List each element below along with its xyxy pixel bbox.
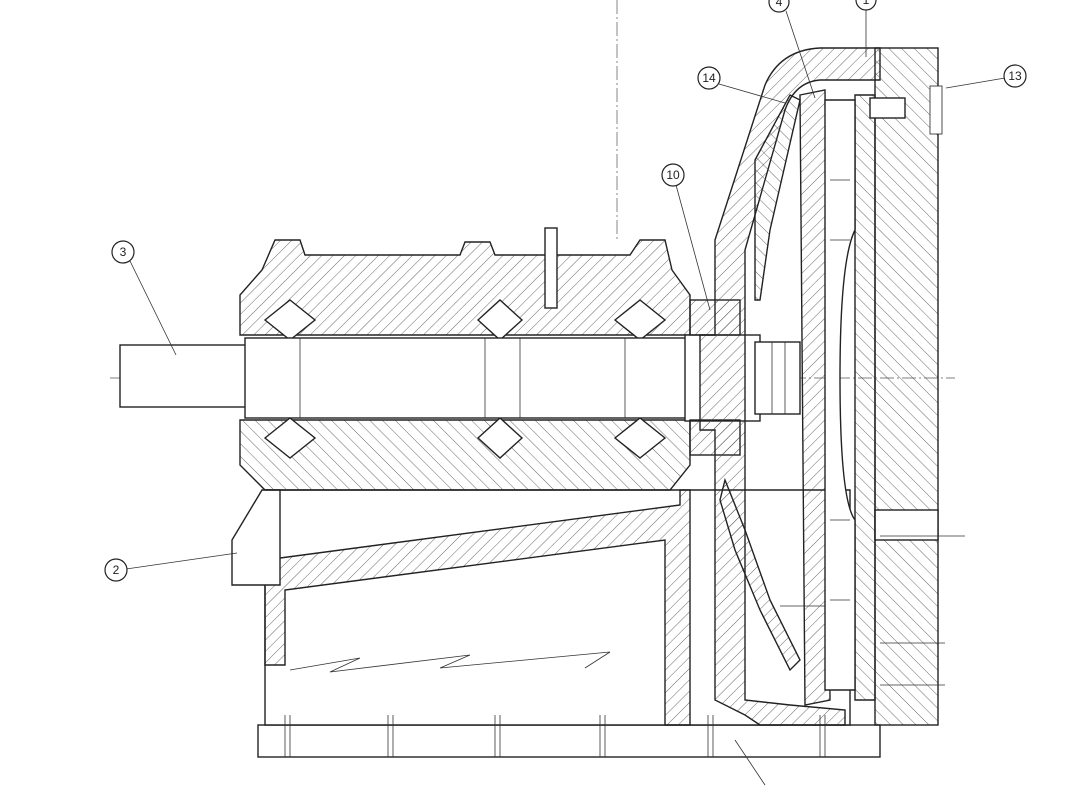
bearing-housing [239,227,691,491]
svg-text:10: 10 [666,168,680,182]
balloon-13: 13 [1003,64,1027,88]
svg-text:2: 2 [113,563,120,577]
leader-lines [125,10,1006,786]
balloon-10: 10 [661,163,685,187]
svg-text:14: 14 [702,71,716,85]
impeller [799,89,906,706]
shaft [119,334,801,422]
balloon-2: 2 [104,558,128,582]
balloon-1: 1 [855,0,877,11]
svg-text:3: 3 [120,245,127,259]
svg-text:1: 1 [863,0,870,7]
base-frame [231,489,881,758]
bolts [780,85,965,686]
svg-text:13: 13 [1008,69,1022,83]
svg-text:4: 4 [776,0,783,9]
balloon-4: 4 [768,0,790,13]
pump-casing [699,47,939,726]
balloon-3: 3 [111,240,135,264]
balloon-14: 14 [697,66,721,90]
